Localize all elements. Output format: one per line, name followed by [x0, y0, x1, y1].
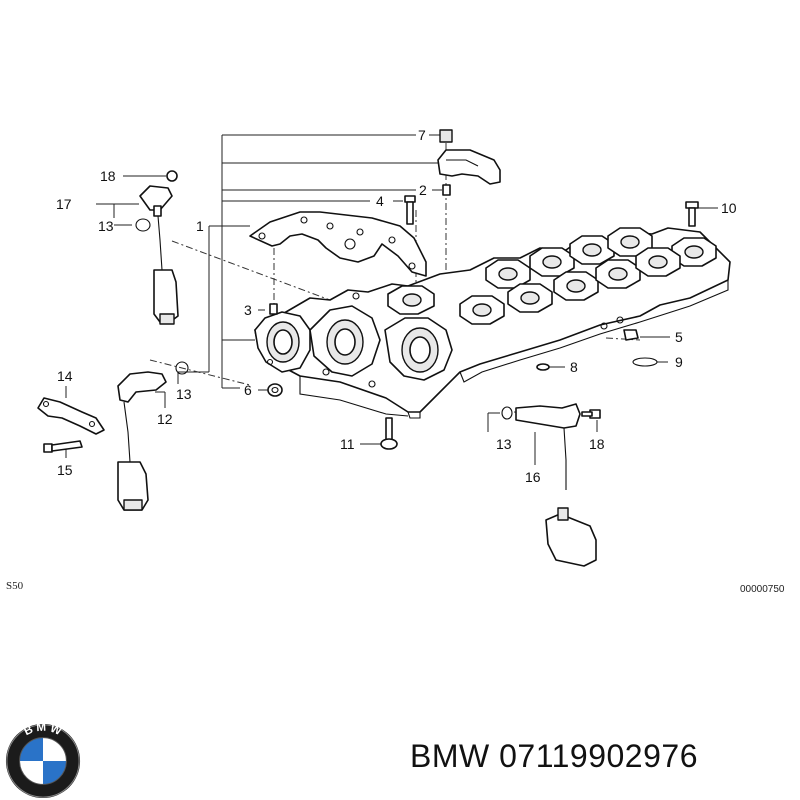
callout-5: 5: [675, 329, 683, 345]
diagram-code-right: 00000750: [740, 584, 785, 595]
callout-18-top: 18: [100, 168, 116, 184]
part-7-nut: [439, 129, 453, 143]
part-5-bolt: [623, 329, 639, 341]
part-10-bolt: [685, 201, 699, 227]
part-13-oring-left: [175, 361, 189, 375]
part-9-oring: [632, 357, 658, 367]
part-2-dowel: [442, 184, 451, 196]
callout-15: 15: [57, 462, 73, 478]
part-1-bracket: [249, 211, 427, 277]
callout-8: 8: [570, 359, 578, 375]
callout-4: 4: [376, 193, 384, 209]
part-14-bracket: [37, 397, 105, 435]
callout-13-left: 13: [176, 386, 192, 402]
part-11-bolt: [380, 417, 398, 450]
callout-11: 11: [340, 436, 355, 452]
part-18-bolt-right: [581, 409, 601, 419]
callout-10: 10: [721, 200, 737, 216]
callout-18-right: 18: [589, 436, 605, 452]
callout-3: 3: [244, 302, 252, 318]
part-18-bolt-top: [166, 170, 178, 182]
leader-lines: [65, 134, 718, 465]
callout-14: 14: [57, 368, 73, 384]
part-16-sensor: [501, 403, 597, 567]
callout-13-right: 13: [496, 436, 512, 452]
part-cap: [437, 149, 501, 185]
part-17-sensor: [139, 185, 179, 325]
cylinder-head: [254, 227, 731, 419]
parts-diagram: 1 2 3 4 5 6 7 8 9 10 11 12 13 13 13 14 1…: [6, 127, 785, 595]
callout-16: 16: [525, 469, 541, 485]
part-8-plug: [536, 363, 550, 371]
callout-labels: 1 2 3 4 5 6 7 8 9 10 11 12 13 13 13 14 1…: [56, 127, 737, 485]
callout-2: 2: [419, 182, 427, 198]
part-number-label: BMW 07119902976: [410, 738, 698, 774]
bmw-logo: BMW: [5, 722, 81, 799]
part-4-bolt: [404, 195, 416, 225]
part-6-nut: [267, 383, 283, 397]
callout-9: 9: [675, 354, 683, 370]
callout-7: 7: [418, 127, 426, 143]
part-13-oring-top: [135, 218, 151, 232]
cam-bearing-towers: [387, 227, 717, 325]
part-12-sensor: [117, 371, 167, 511]
diagram-code-left: S50: [6, 580, 24, 592]
callout-13-top: 13: [98, 218, 114, 234]
callout-1: 1: [196, 218, 204, 234]
part-3-dowel: [269, 303, 278, 315]
callout-6: 6: [244, 382, 252, 398]
head-detail-holes: [266, 292, 624, 388]
part-15-bolt: [43, 440, 83, 453]
callout-12: 12: [157, 411, 173, 427]
callout-17: 17: [56, 196, 72, 212]
